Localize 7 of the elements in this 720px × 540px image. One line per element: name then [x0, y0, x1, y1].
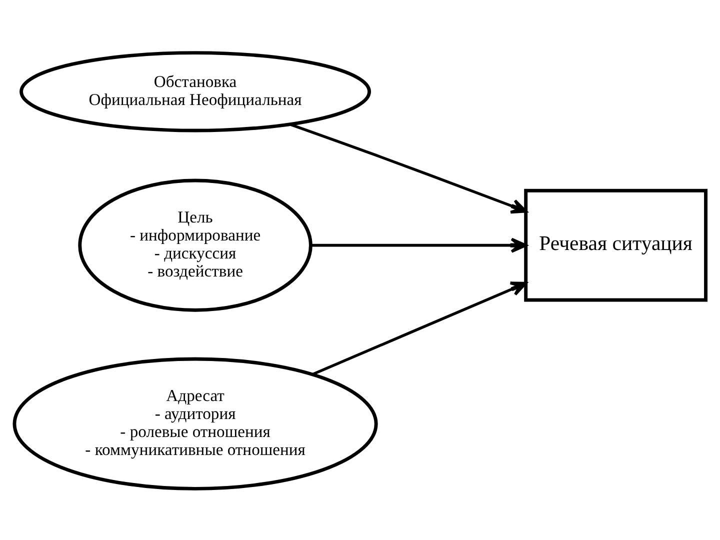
node-ellipse: Адресат - аудитория - ролевые отношения - коммуникативные отношения [12, 356, 378, 490]
arrow [290, 122, 528, 214]
node-ellipse: Обстановка Официальная Неофициальная [20, 50, 372, 132]
arrow [312, 281, 527, 376]
node-ellipse: Цель - информирование - дискуссия - воздействие [78, 178, 312, 312]
arrow [310, 237, 527, 252]
node-box: Речевая ситуация [524, 188, 708, 302]
